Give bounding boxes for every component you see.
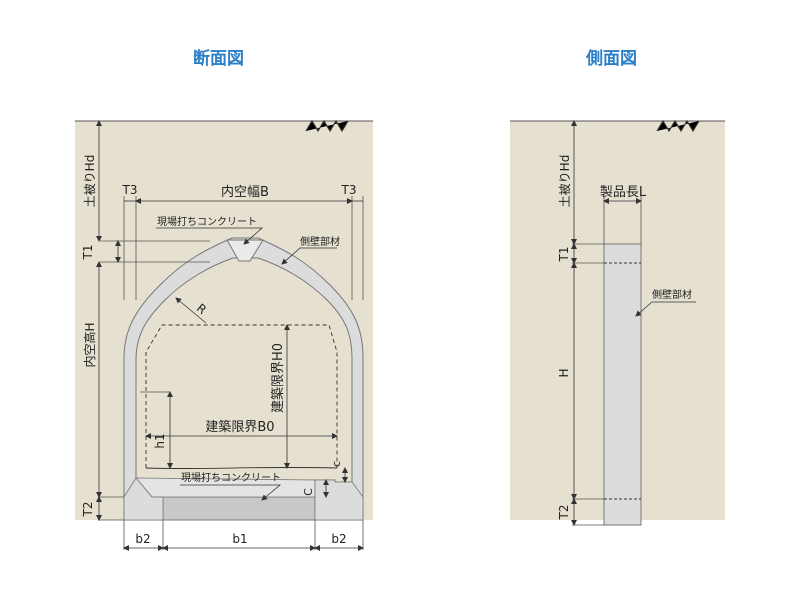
t2-label: T2 xyxy=(81,502,95,518)
dimension-lines-section xyxy=(96,120,364,551)
c-big-label: C xyxy=(302,488,315,496)
b1-label: b1 xyxy=(232,532,247,546)
t3-left-label: T3 xyxy=(122,183,138,197)
dimension-lines-side xyxy=(571,120,696,526)
side-view-title: 側面図 xyxy=(586,49,637,69)
bottom-slab xyxy=(162,496,316,521)
t1-label: T1 xyxy=(81,245,95,261)
soil-background-left xyxy=(75,121,373,520)
b2-left-label: b2 xyxy=(135,532,150,546)
floor-line xyxy=(145,466,338,470)
side-wall-product xyxy=(603,243,642,526)
cast-concrete-bottom-label: 現場打ちコンクリート xyxy=(181,471,281,484)
c-small-label: c xyxy=(330,461,343,467)
inner-width-label: 内空幅B xyxy=(221,184,269,200)
inner-height-label: 内空高H xyxy=(82,322,97,367)
leaders-section xyxy=(156,227,337,501)
cast-concrete-top-label: 現場打ちコンクリート xyxy=(157,215,257,228)
side-cover-depth-label: 土被りHd xyxy=(558,155,572,208)
ground-hatch-left xyxy=(305,119,349,133)
h1-label: h1 xyxy=(153,433,167,448)
side-wall-label-right: 側壁部材 xyxy=(652,288,692,301)
side-wall-label: 側壁部材 xyxy=(300,235,340,248)
b2-right-label: b2 xyxy=(331,532,346,546)
top-cast-concrete xyxy=(226,239,264,262)
h-label: H xyxy=(557,368,571,377)
clearance-height-label: 建築限界H0 xyxy=(271,343,286,413)
extension-lines-side xyxy=(572,196,642,526)
section-view-title: 断面図 xyxy=(193,49,244,69)
product-length-label: 製品長L xyxy=(600,185,647,200)
cover-depth-label: 土被りHd xyxy=(83,155,97,208)
ground-hatch-right xyxy=(656,119,700,133)
side-t2-label: T2 xyxy=(557,505,571,521)
t3-right-label: T3 xyxy=(341,183,357,197)
side-t1-label: T1 xyxy=(557,247,571,263)
clearance-width-label: 建築限界B0 xyxy=(205,420,274,435)
